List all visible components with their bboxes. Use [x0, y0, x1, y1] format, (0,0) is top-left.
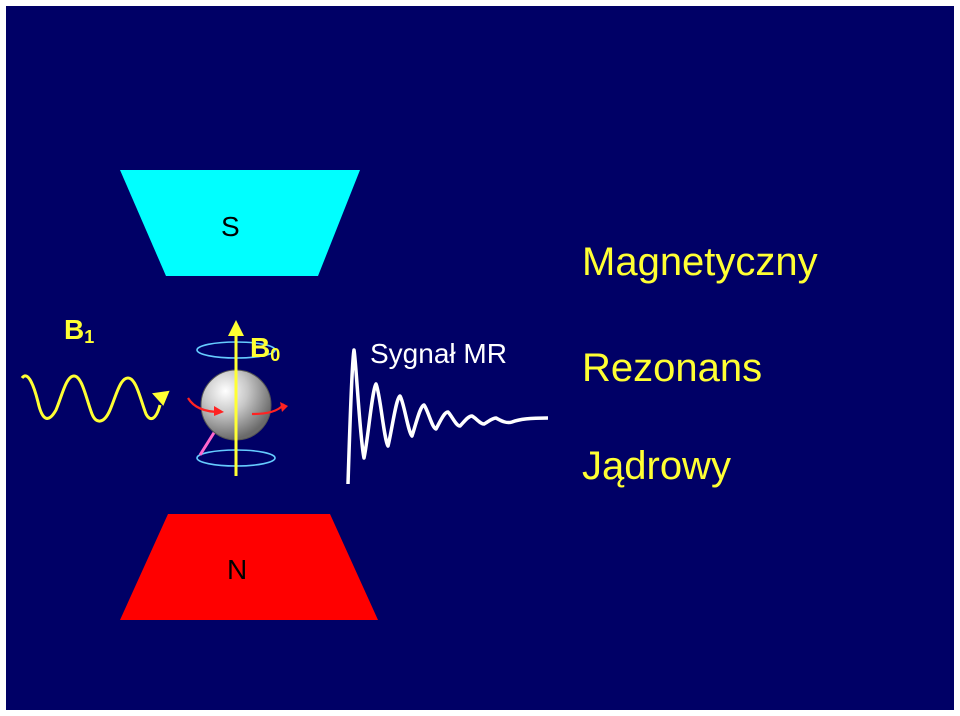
b1-label-sub: 1: [84, 327, 95, 347]
b0-field-arrowhead-icon: [228, 320, 244, 336]
pole-label-n: N: [227, 554, 248, 585]
rotation-arrow-right-head-icon: [280, 402, 288, 412]
signal-label: Sygnał MR: [370, 338, 507, 369]
term-magnetyczny: Magnetyczny: [582, 240, 818, 284]
term-jadrowy: Jądrowy: [582, 444, 731, 488]
rotation-arrow-left-head-icon: [214, 406, 224, 416]
magnet-pole-s: [120, 170, 360, 276]
pole-label-s: S: [221, 211, 240, 242]
b1-label-main: B: [64, 314, 85, 345]
decay-signal-icon: [346, 348, 549, 485]
b1-label: B1: [64, 314, 94, 348]
rf-wave-arrowhead-icon: [152, 390, 170, 406]
term-rezonans: Rezonans: [582, 346, 763, 390]
magnet-pole-n: [120, 514, 378, 620]
b0-label-main: B: [250, 332, 271, 363]
b0-label-sub: 0: [270, 345, 281, 365]
b0-label: B0: [250, 332, 280, 366]
rf-wave-icon: [20, 374, 162, 423]
